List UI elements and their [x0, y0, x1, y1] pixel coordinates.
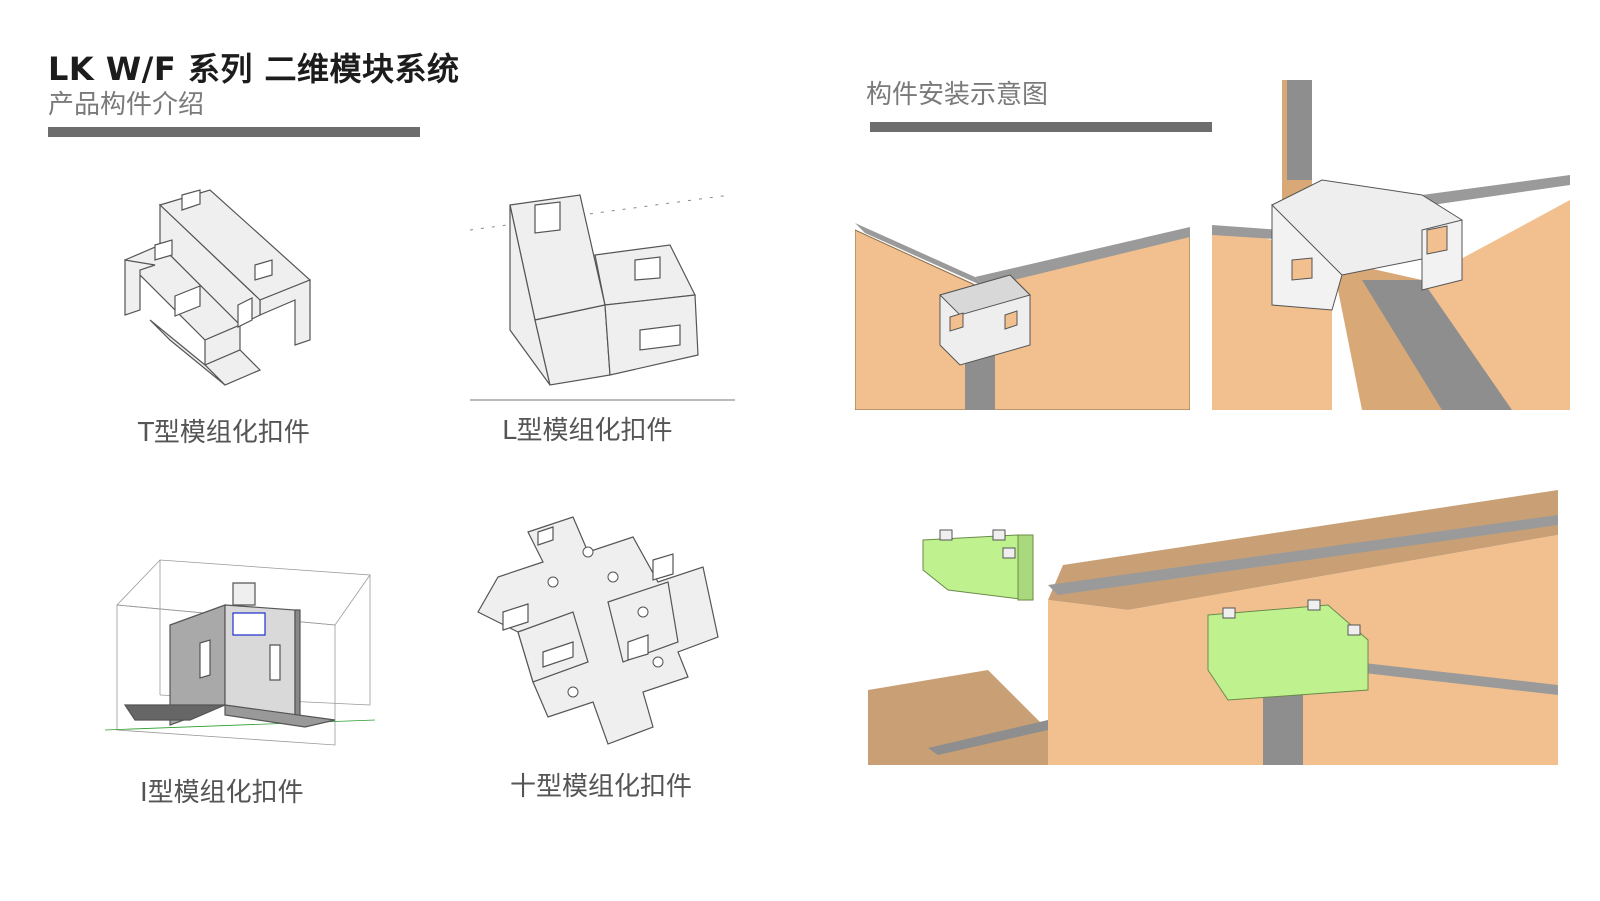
install-illustration-cross [1212, 80, 1570, 410]
caption-i-connector: I型模组化扣件 [140, 778, 304, 808]
install-illustration-l-corner [855, 205, 1190, 410]
i-connector-drawing [104, 559, 376, 746]
section-divider [870, 122, 1242, 132]
caption-cross-connector: 十型模组化扣件 [510, 772, 693, 802]
caption-l-connector: L型模组化扣件 [502, 416, 673, 446]
cross-connector-drawing [477, 516, 719, 745]
install-illustration-straight [868, 490, 1560, 765]
page-title: LK W/F 系列 二维模块系统 [48, 50, 460, 88]
section-title: 构件安装示意图 [866, 80, 1049, 110]
t-connector-drawing [123, 189, 312, 386]
caption-t-connector: T型模组化扣件 [138, 418, 310, 448]
page-subtitle: 产品构件介绍 [48, 90, 205, 120]
header-divider [48, 127, 420, 137]
l-connector-drawing [469, 194, 735, 401]
